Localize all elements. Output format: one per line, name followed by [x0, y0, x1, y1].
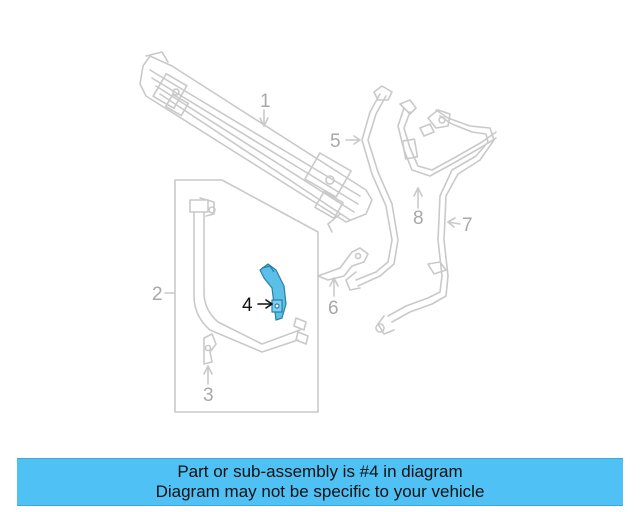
leader-lines — [164, 109, 461, 385]
callout-7: 7 — [462, 215, 473, 236]
cooler-line-part-5 — [345, 85, 399, 291]
callout-1: 1 — [260, 91, 271, 112]
cooler-hose-part-7 — [375, 109, 495, 335]
callout-2: 2 — [152, 284, 163, 305]
parts-diagram: 1 5 2 4 3 6 8 7 — [139, 51, 497, 413]
callout-8: 8 — [413, 208, 424, 229]
highlighted-part-4 — [259, 263, 287, 321]
callout-4: 4 — [242, 295, 253, 316]
banner-line-1: Part or sub-assembly is #4 in diagram — [177, 462, 463, 481]
callout-5: 5 — [330, 131, 341, 152]
cooler-lines-part-2 — [189, 197, 309, 353]
assembly-box-part-2 — [174, 179, 319, 413]
cooler-line-part-8 — [397, 99, 497, 177]
bracket-part-6 — [317, 247, 369, 281]
oil-cooler-part-1 — [139, 51, 373, 233]
leader-part-4 — [257, 299, 273, 309]
callout-6: 6 — [328, 298, 339, 319]
banner-line-2: Diagram may not be specific to your vehi… — [155, 482, 485, 501]
clip-part-3 — [203, 333, 217, 365]
callout-3: 3 — [203, 385, 214, 406]
info-banner: Part or sub-assembly is #4 in diagram Di… — [17, 458, 623, 506]
